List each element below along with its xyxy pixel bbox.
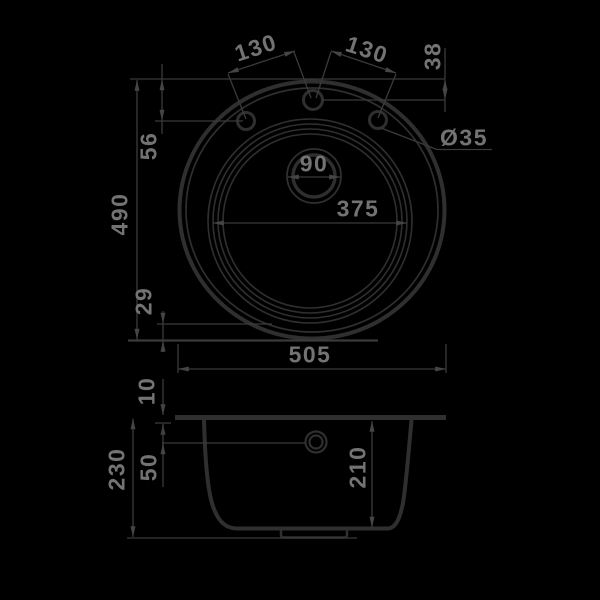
- dim-label-overall-height: 230: [103, 447, 130, 491]
- dim-label-overall-width: 505: [288, 341, 332, 368]
- faucet-hole-center: [302, 89, 324, 111]
- dim-label-bowl-diameter: 375: [336, 195, 380, 222]
- dim-label-bowl-depth: 210: [344, 445, 371, 489]
- side-view: [175, 415, 446, 539]
- side-view-dimension-lines: [127, 379, 375, 539]
- dim-label-top-to-overflow: 50: [135, 452, 162, 482]
- bowl-section-outline: [202, 419, 414, 531]
- drain-outer-ring: [286, 148, 342, 204]
- dim-label-rim-thickness: 10: [133, 376, 160, 406]
- dim-hole-diameter-leader: [380, 127, 492, 151]
- top-view: [177, 79, 447, 341]
- dim-130-right-line: [330, 50, 397, 74]
- dim-label-drain-diameter: 90: [299, 150, 329, 177]
- overflow-drain-inner: [308, 434, 324, 450]
- bowl-ring-1: [207, 118, 413, 324]
- dim-label-overall-depth: 490: [106, 192, 133, 236]
- dim-label-edge-to-center-hole: 38: [419, 41, 446, 71]
- top-view-dimension-lines: [128, 48, 492, 373]
- dim-label-edge-to-side-hole: 56: [135, 131, 162, 161]
- outer-rim: [177, 79, 447, 341]
- overflow-drain-outer: [304, 430, 328, 454]
- inner-rim: [185, 87, 439, 333]
- faucet-hole-right: [368, 110, 388, 130]
- dim-label-bowl-to-edge: 29: [130, 286, 157, 316]
- dim-label-hole-diameter: Ø35: [440, 124, 488, 151]
- dim-130-left-line: [227, 50, 296, 74]
